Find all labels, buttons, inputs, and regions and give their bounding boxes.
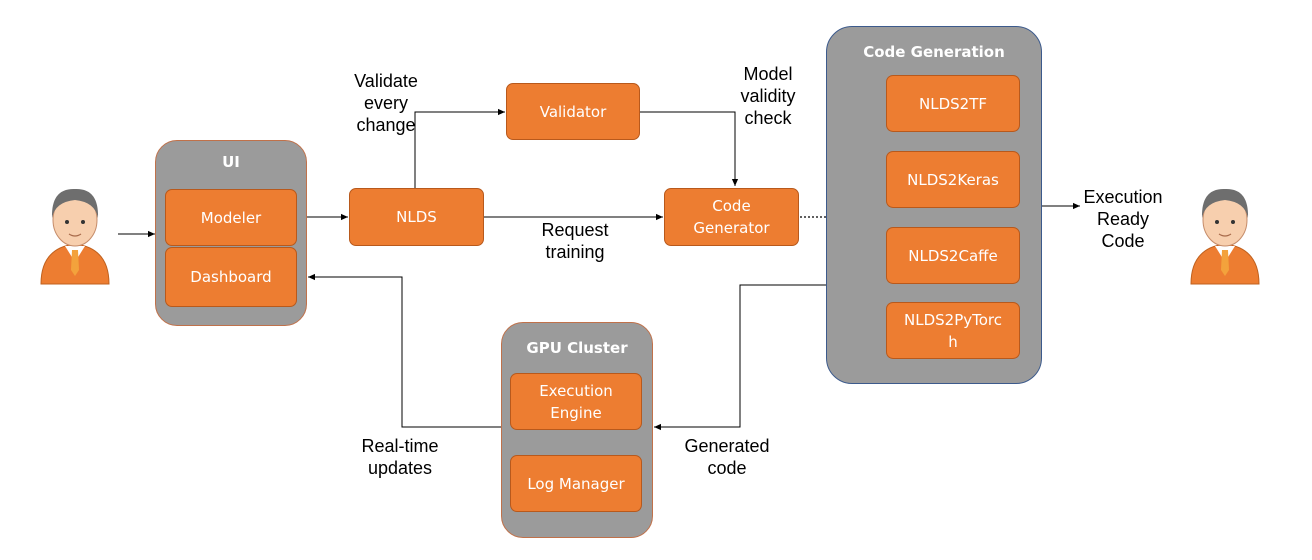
validator-node[interactable]: Validator [506, 83, 640, 140]
label-validate-every-change: Validate every change [354, 71, 418, 135]
edge-gpu-dashboard [308, 273, 501, 428]
label-generated-code: Generated code [684, 436, 770, 478]
log-manager-node[interactable]: Log Manager [510, 455, 642, 512]
nlds2caffe-node[interactable]: NLDS2Caffe [886, 227, 1020, 284]
user-icon [1190, 188, 1260, 285]
nlds2pytorch-node[interactable]: NLDS2PyTorc h [886, 302, 1020, 359]
label-execution-ready-code: Execution Ready Code [1083, 187, 1163, 251]
ui-title: UI [222, 153, 240, 171]
code-generator-node[interactable]: Code Generator [664, 188, 799, 246]
label-real-time-updates: Real-time updates [361, 436, 439, 478]
modeler-node[interactable]: Modeler [165, 189, 297, 246]
execution-engine-node[interactable]: Execution Engine [510, 373, 642, 430]
nlds2keras-node[interactable]: NLDS2Keras [886, 151, 1020, 208]
nlds2tf-node[interactable]: NLDS2TF [886, 75, 1020, 132]
dashboard-node[interactable]: Dashboard [165, 247, 297, 307]
label-request-training: Request training [541, 220, 609, 262]
edge-validator-codegen [640, 111, 739, 186]
code-generation-title: Code Generation [863, 43, 1005, 61]
edge-codegen-gpu [654, 284, 826, 431]
user-icon [40, 188, 110, 285]
edge-nlds-validator [414, 108, 505, 188]
gpu-cluster-title: GPU Cluster [526, 339, 628, 357]
nlds-node[interactable]: NLDS [349, 188, 484, 246]
label-model-validity-check: Model validity check [740, 64, 796, 128]
